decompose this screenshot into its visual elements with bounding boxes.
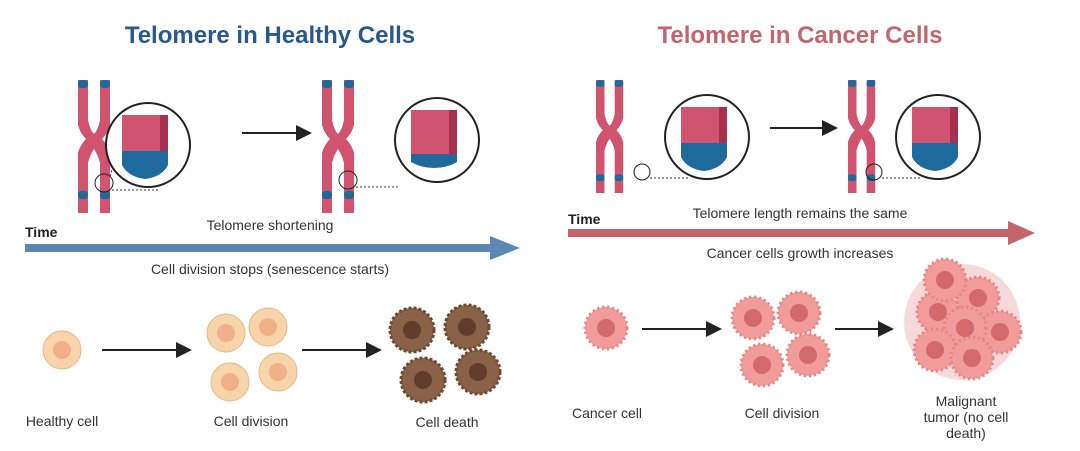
stage-label: Cancer cell <box>572 405 642 421</box>
time-arrow-healthy <box>25 236 520 260</box>
chromosome-long-telomere <box>78 80 191 213</box>
cancer-chromosome-2 <box>848 80 981 194</box>
tumor-icon <box>904 257 1023 381</box>
senescence-label: Cell division stops (senescence starts) <box>151 261 389 277</box>
healthy-title: Telomere in Healthy Cells <box>125 22 415 49</box>
chromosome-short-telomere <box>322 80 480 213</box>
tumor-label-line: tumor (no cell <box>924 409 1009 425</box>
stage-label: Cell death <box>415 414 478 430</box>
stage-label: Cell division <box>745 405 820 421</box>
telomere-same-label: Telomere length remains the same <box>693 205 908 221</box>
telomere-shortening-label: Telomere shortening <box>207 217 334 233</box>
stage-label: Cell division <box>214 413 289 429</box>
time-label: Time <box>568 211 601 227</box>
cancer-title: Telomere in Cancer Cells <box>658 22 943 49</box>
cancer-chromosome-1 <box>596 80 750 194</box>
dead-cells-icon <box>388 303 502 404</box>
dividing-healthy-cells-icon <box>206 307 298 402</box>
cancer-cell-icon <box>583 305 629 351</box>
dividing-cancer-cells-icon <box>730 290 831 388</box>
healthy-cell-icon <box>42 330 82 370</box>
tumor-label-line: Malignant <box>936 393 997 409</box>
tumor-label-line: death) <box>946 425 986 441</box>
time-label: Time <box>25 224 58 240</box>
time-arrow-cancer <box>568 221 1035 245</box>
growth-label: Cancer cells growth increases <box>707 245 894 261</box>
stage-label: Healthy cell <box>26 413 98 429</box>
